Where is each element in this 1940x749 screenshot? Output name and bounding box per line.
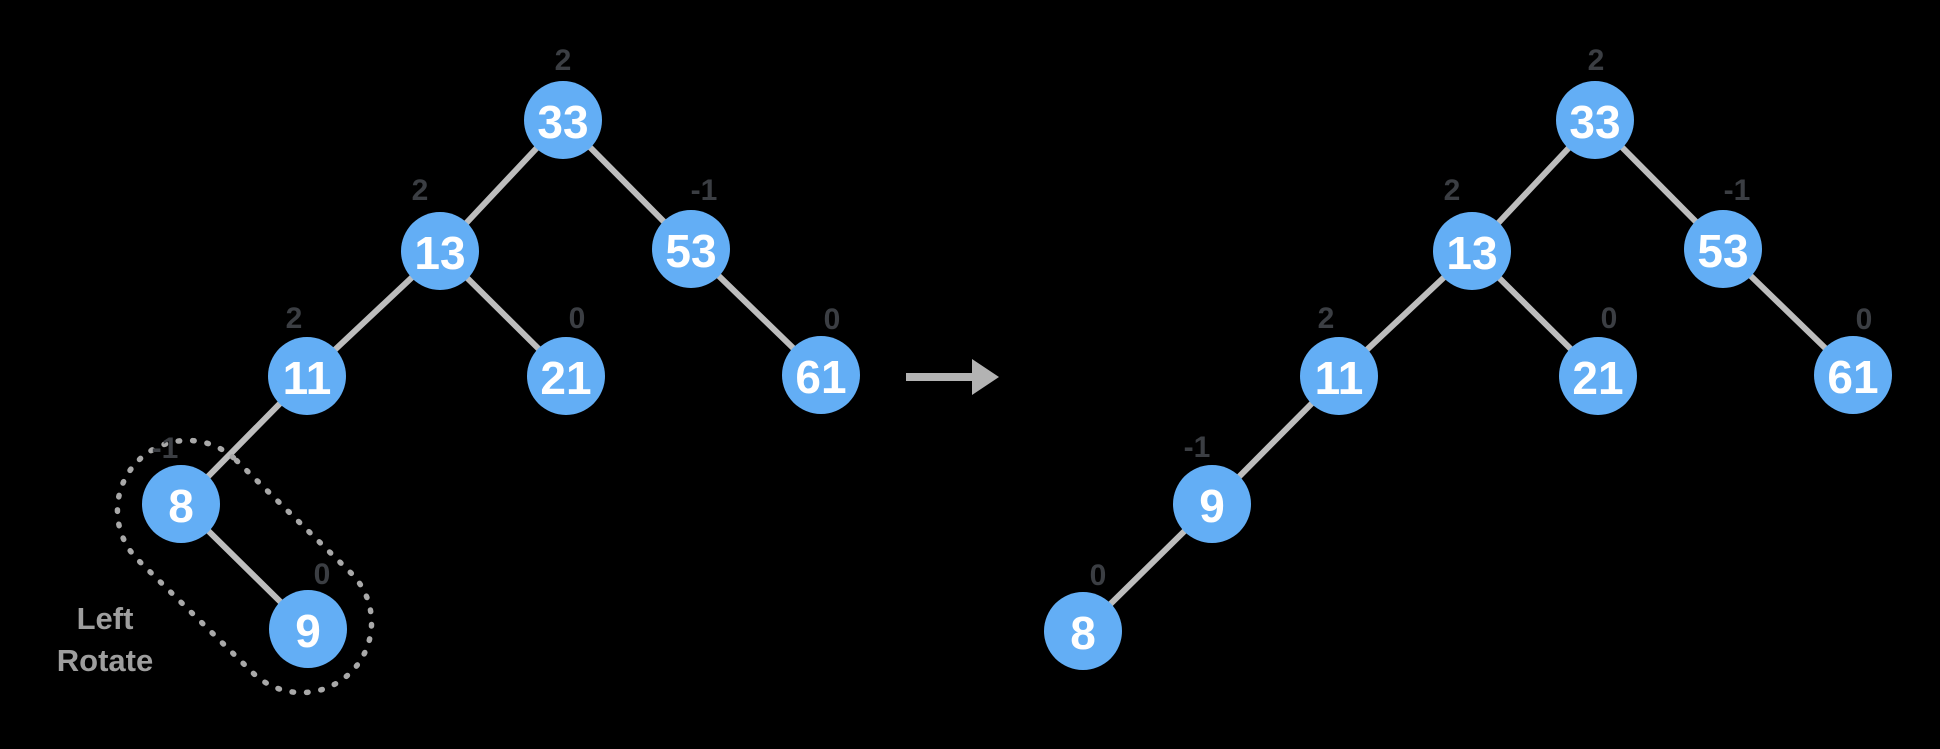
node-circle (142, 465, 220, 543)
tree-node-61: 610 (782, 303, 860, 414)
balance-factor: 2 (1318, 302, 1335, 335)
tree-node-33: 33 2 (1556, 44, 1634, 159)
node-value: 53 (665, 225, 716, 277)
node-value: 21 (540, 352, 591, 404)
node-value: 8 (1070, 607, 1096, 659)
tree-node-11: 11 2 (268, 302, 346, 415)
node-value: 13 (1446, 227, 1497, 279)
balance-factor: 0 (569, 302, 586, 335)
node-value: 11 (1315, 352, 1364, 404)
node-circle (401, 212, 479, 290)
tree-node-9: 9-1 (1173, 431, 1251, 543)
node-circle (1173, 465, 1251, 543)
node-circle (652, 210, 730, 288)
node-circle (1559, 337, 1637, 415)
balance-factor: -1 (1184, 431, 1211, 464)
left-rotate-label-line: Rotate (57, 643, 153, 678)
tree-node-11: 11 2 (1300, 302, 1378, 415)
tree-node-8: 8-1 (142, 432, 220, 543)
node-value: 13 (414, 227, 465, 279)
balance-factor: 0 (824, 303, 841, 336)
node-circle (1044, 592, 1122, 670)
node-value: 21 (1572, 352, 1623, 404)
node-circle (268, 337, 346, 415)
tree-node-21: 21 0 (1559, 302, 1637, 415)
arrow-head (972, 359, 999, 395)
tree-node-9: 90 (269, 558, 347, 668)
tree-node-61: 610 (1814, 303, 1892, 414)
node-circle (1556, 81, 1634, 159)
node-value: 9 (295, 605, 321, 657)
tree-node-8: 80 (1044, 559, 1122, 670)
node-circle (1684, 210, 1762, 288)
node-circle (269, 590, 347, 668)
balance-factor: 2 (412, 174, 429, 207)
node-circle (527, 337, 605, 415)
node-value: 33 (537, 96, 588, 148)
balance-factor: 0 (1601, 302, 1618, 335)
node-value: 8 (168, 480, 194, 532)
node-value: 33 (1569, 96, 1620, 148)
node-circle (524, 81, 602, 159)
tree-node-21: 21 0 (527, 302, 605, 415)
balance-factor: 0 (1856, 303, 1873, 336)
tree-node-33: 33 2 (524, 44, 602, 159)
node-circle (782, 336, 860, 414)
balance-factor: -1 (152, 432, 179, 465)
balance-factor: 2 (286, 302, 303, 335)
node-circle (1300, 337, 1378, 415)
balance-factor: 0 (314, 558, 331, 591)
balance-factor: 0 (1090, 559, 1107, 592)
tree-node-13: 13 2 (1433, 174, 1511, 290)
balance-factor: 2 (1444, 174, 1461, 207)
left-rotate-label-line: Left (77, 601, 134, 636)
tree-node-13: 13 2 (401, 174, 479, 290)
balance-factor: 2 (555, 44, 572, 77)
node-value: 9 (1199, 480, 1225, 532)
node-circle (1814, 336, 1892, 414)
balance-factor: -1 (1724, 174, 1751, 207)
node-value: 61 (1827, 351, 1878, 403)
node-value: 61 (795, 351, 846, 403)
tree-node-53: 53 -1 (652, 174, 730, 288)
node-value: 53 (1697, 225, 1748, 277)
balance-factor: -1 (691, 174, 718, 207)
node-value: 11 (283, 352, 332, 404)
balance-factor: 2 (1588, 44, 1605, 77)
transform-arrow (906, 359, 999, 395)
tree-node-53: 53 -1 (1684, 174, 1762, 288)
node-circle (1433, 212, 1511, 290)
